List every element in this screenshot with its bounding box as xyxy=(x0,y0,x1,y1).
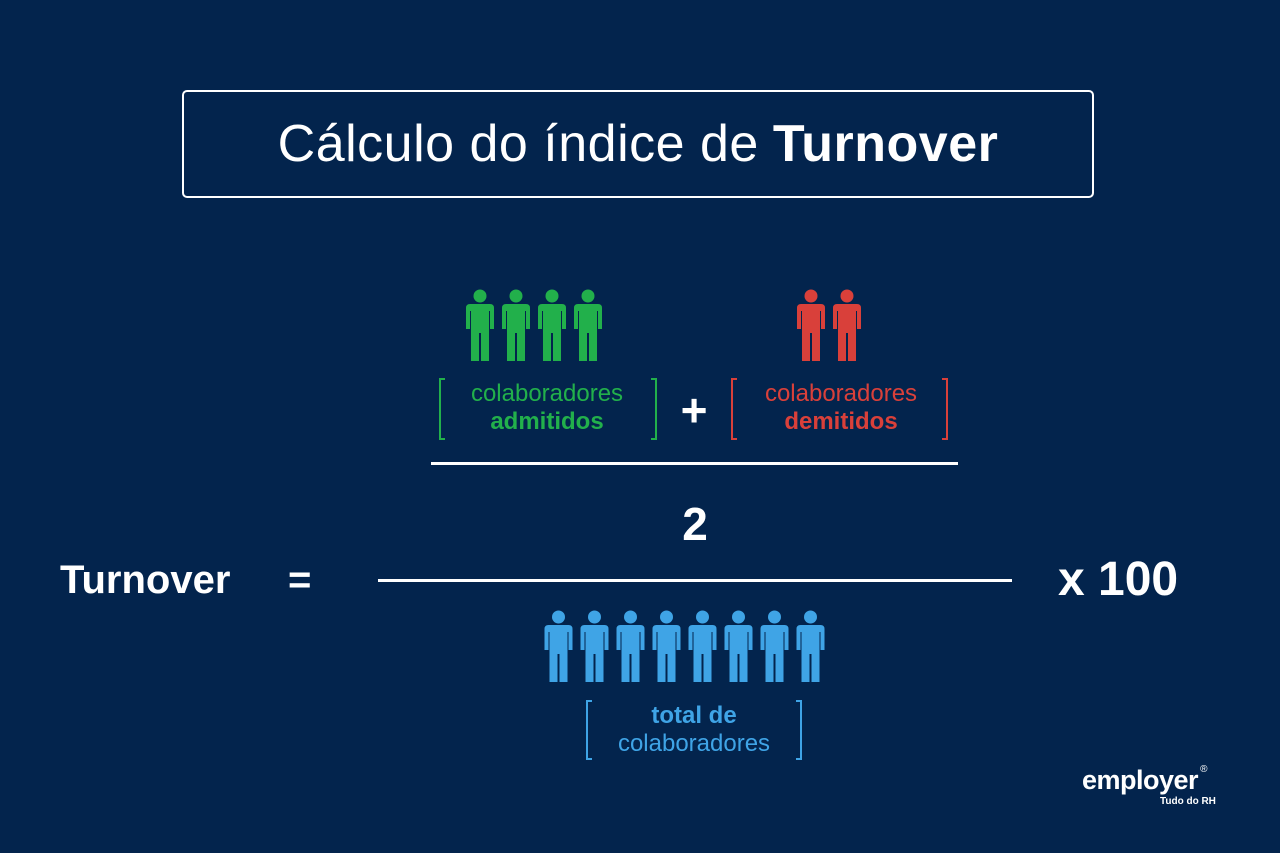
total-bracket-right xyxy=(796,700,802,760)
person-icon xyxy=(544,610,573,682)
inner-fraction-line xyxy=(431,462,958,465)
person-icon xyxy=(833,289,861,361)
total-bracket-left xyxy=(586,700,592,760)
title-light: Cálculo do índice de xyxy=(277,115,759,173)
multiplier: x 100 xyxy=(1058,553,1179,606)
person-icon xyxy=(652,610,681,682)
logo-tagline: Tudo do RH xyxy=(1160,796,1216,807)
person-icon xyxy=(580,610,609,682)
dismissed-term: colaboradores demitidos xyxy=(738,380,944,436)
divisor-two: 2 xyxy=(682,498,708,550)
title-box: Cálculo do índice de Turnover xyxy=(182,90,1094,198)
total-people-icons xyxy=(542,610,827,682)
admitted-term: colaboradores admitidos xyxy=(447,380,647,436)
turnover-label: Turnover xyxy=(60,558,231,602)
admitted-people-icons xyxy=(464,289,604,361)
total-line2: colaboradores xyxy=(617,730,771,757)
plus-sign: + xyxy=(680,384,708,436)
dismissed-bracket-right xyxy=(942,378,948,440)
dismissed-bracket-left xyxy=(731,378,737,440)
person-icon xyxy=(797,289,825,361)
total-term: total de colaboradores xyxy=(594,702,794,758)
logo-name: employer xyxy=(1082,765,1199,795)
employer-logo: employer® Tudo do RH xyxy=(1082,764,1242,807)
total-line1: total de xyxy=(651,702,737,729)
person-icon xyxy=(502,289,530,361)
title-bold: Turnover xyxy=(772,115,999,173)
person-icon xyxy=(538,289,566,361)
dismissed-people-icons xyxy=(795,289,863,361)
person-icon xyxy=(688,610,717,682)
admitted-bracket-right xyxy=(651,378,657,440)
person-icon xyxy=(796,610,825,682)
admitted-line2: admitidos xyxy=(490,408,604,435)
dismissed-line1: colaboradores xyxy=(764,380,918,407)
person-icon xyxy=(574,289,602,361)
dismissed-line2: demitidos xyxy=(784,408,898,435)
person-icon xyxy=(724,610,753,682)
main-fraction-line xyxy=(378,579,1012,582)
equals-sign: = xyxy=(288,558,312,602)
logo-registered: ® xyxy=(1200,764,1208,775)
admitted-bracket-left xyxy=(439,378,445,440)
person-icon xyxy=(760,610,789,682)
person-icon xyxy=(466,289,494,361)
admitted-line1: colaboradores xyxy=(470,380,624,407)
person-icon xyxy=(616,610,645,682)
